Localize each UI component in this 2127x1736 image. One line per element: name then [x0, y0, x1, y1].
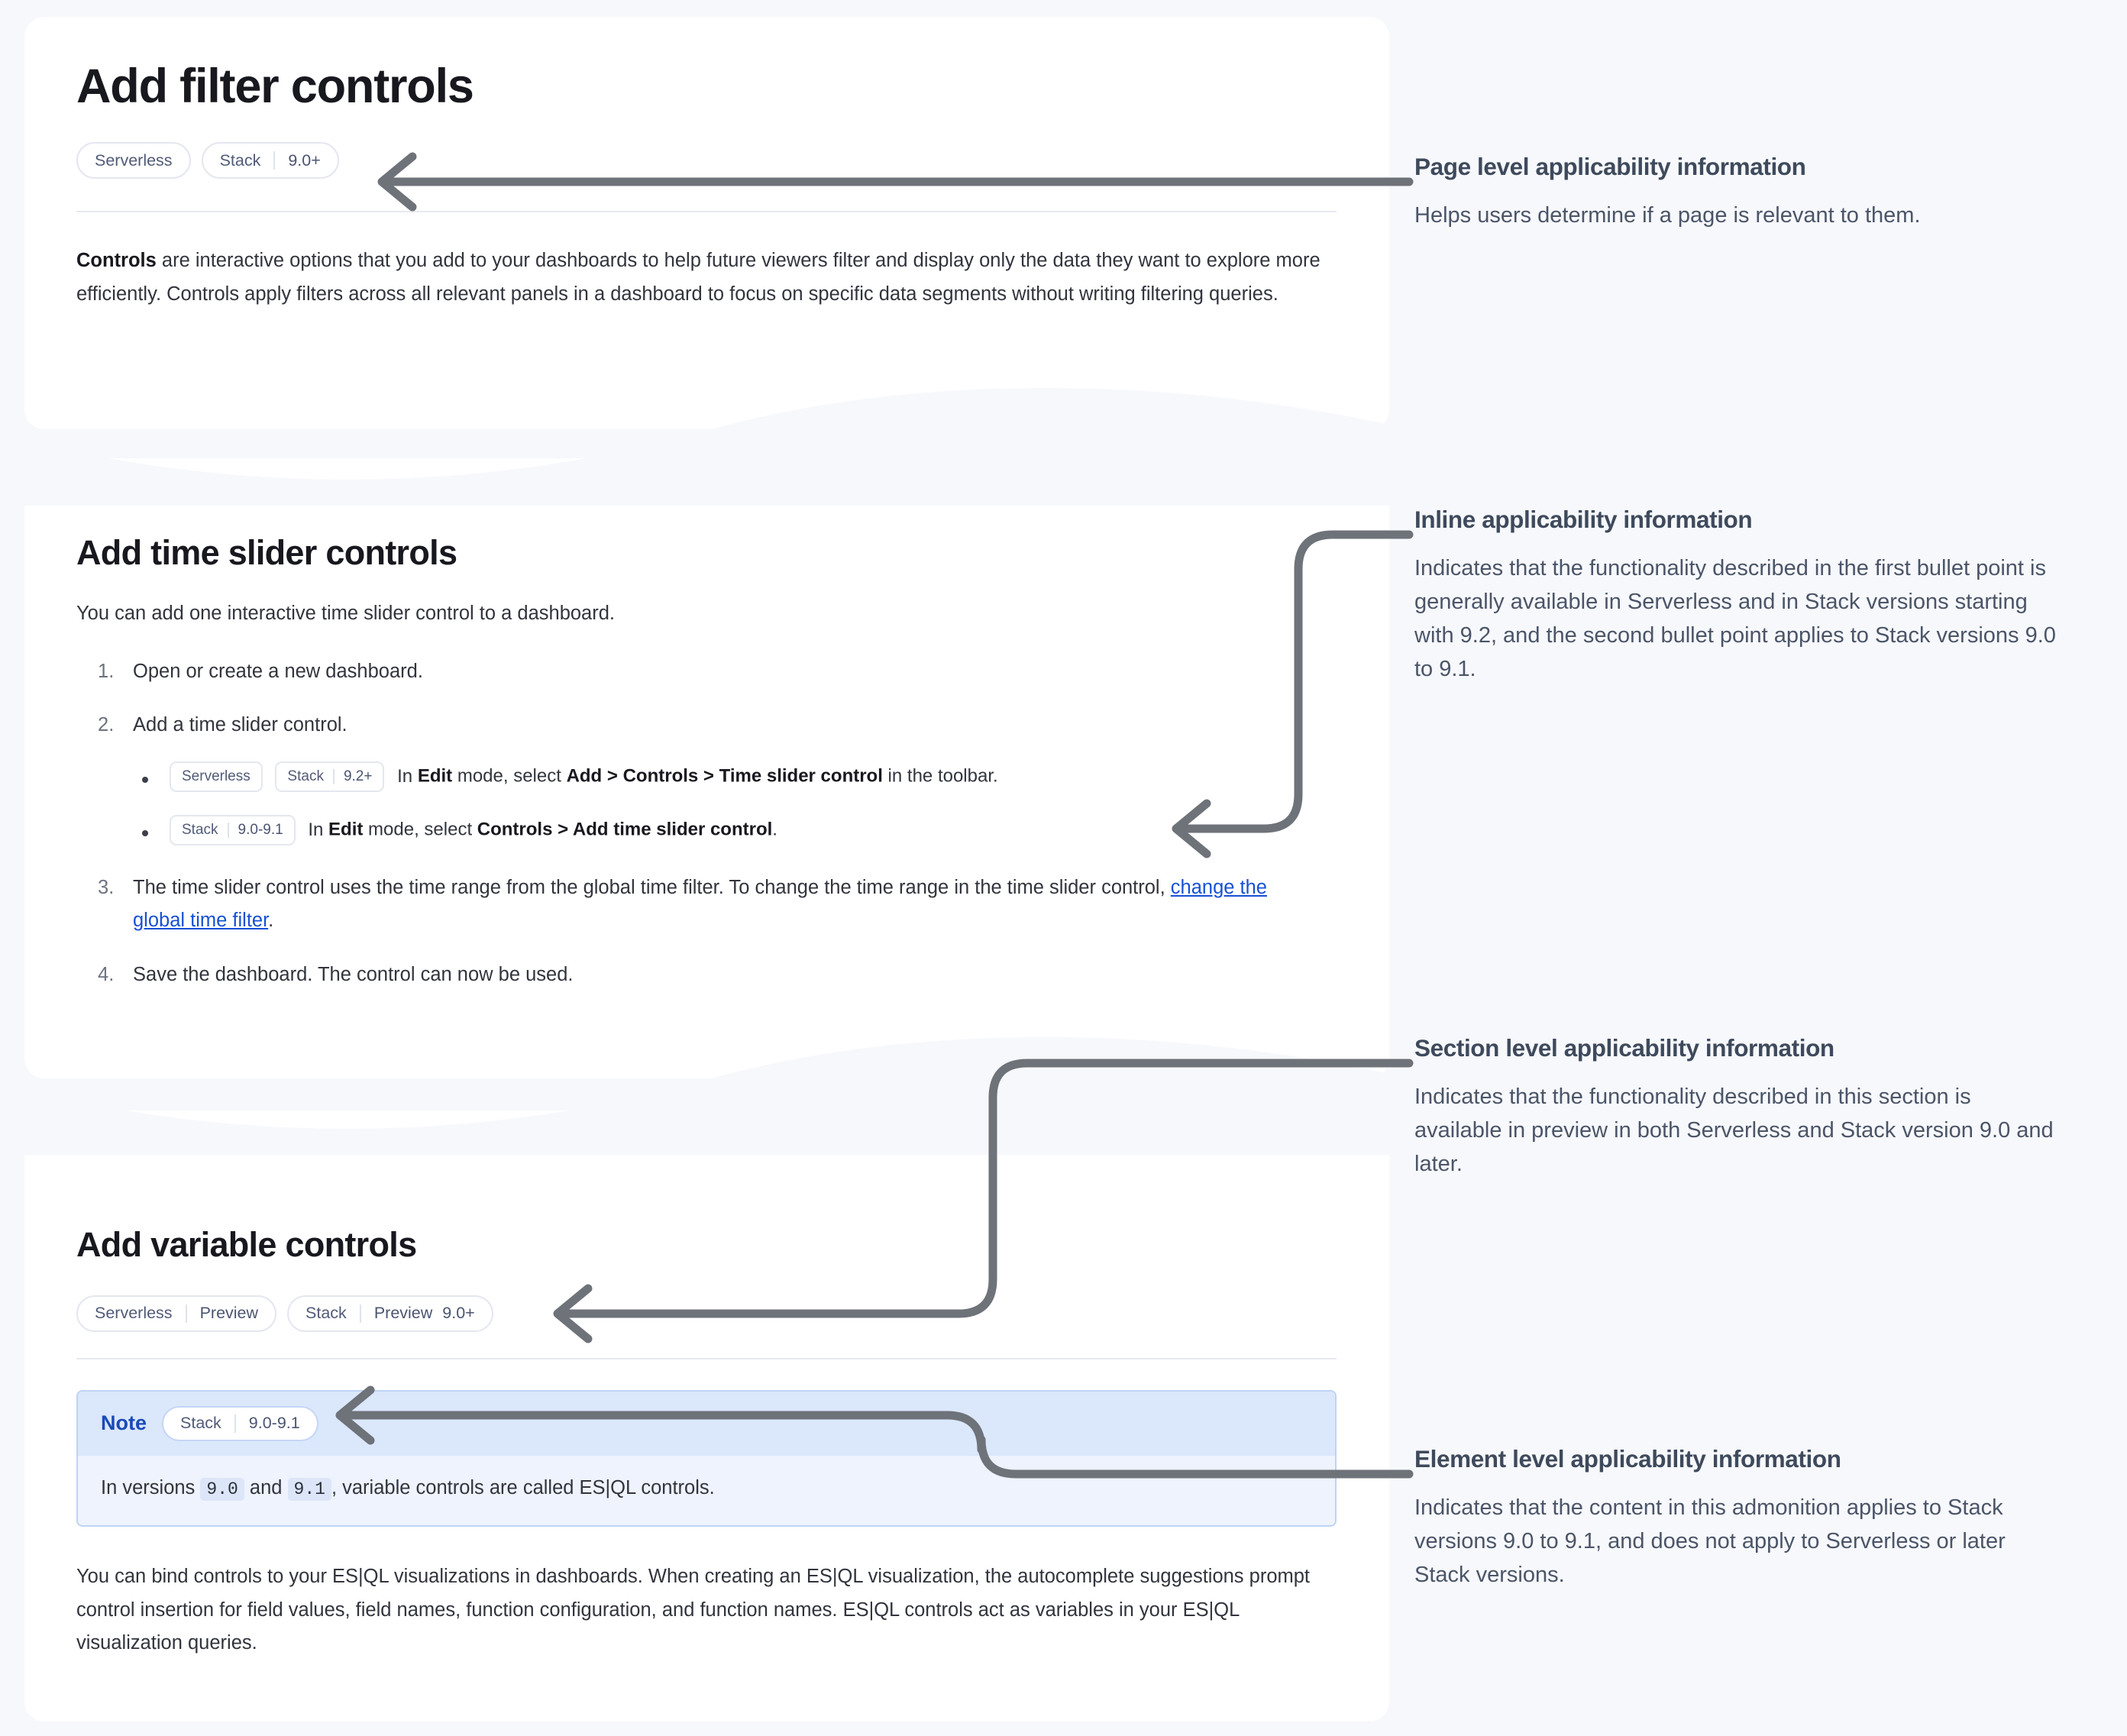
annotation-body: Indicates that the functionality describ… — [1414, 555, 2056, 682]
section-applicability-badges: Serverless Preview Stack Preview 9.0+ — [76, 1295, 1337, 1332]
badge-value: 9.2+ — [343, 768, 373, 785]
page-header-card: Add filter controls Serverless Stack 9.0… — [24, 17, 1389, 429]
note-text-post: , variable controls are called ES|QL con… — [331, 1476, 715, 1498]
applicability-badge-serverless[interactable]: Serverless — [76, 142, 191, 179]
annotation-heading: Inline applicability information — [1414, 506, 1753, 533]
step-item: The time slider control uses the time ra… — [98, 871, 1320, 937]
bullet-bold-1: Edit — [328, 819, 364, 840]
badge-separator — [227, 823, 229, 839]
code-span-9-0: 9.0 — [200, 1477, 244, 1501]
badge-value: 9.0-9.1 — [238, 822, 283, 839]
sub-bullet-item: Stack 9.0-9.1 In Edit mode, select Contr… — [133, 815, 1337, 846]
badge-name: Serverless — [95, 1304, 173, 1323]
intro-lead-term: Controls — [76, 250, 157, 272]
annotation-section-level: Section level applicability information … — [1414, 1034, 2064, 1181]
step-text: Open or create a new dashboard. — [133, 660, 423, 682]
annotation-heading: Element level applicability information — [1414, 1445, 1841, 1473]
annotation-heading: Section level applicability information — [1414, 1034, 1834, 1062]
code-span-9-1: 9.1 — [287, 1477, 331, 1501]
badge-separator — [359, 1304, 361, 1323]
page-applicability-badges: Serverless Stack 9.0+ — [76, 142, 1337, 179]
step-text: Save the dashboard. The control can now … — [133, 963, 574, 985]
inline-badge-stack[interactable]: Stack 9.2+ — [275, 761, 385, 793]
bullet-sep-2: > — [698, 765, 719, 787]
bullet-mid-1: mode, select — [452, 765, 567, 787]
badge-value-2: 9.0+ — [442, 1304, 475, 1323]
badge-separator — [185, 1304, 187, 1323]
badge-name: Stack — [305, 1304, 347, 1323]
sub-bullet-item: Serverless Stack 9.2+ In Edit mode, sele… — [133, 761, 1337, 793]
header-divider — [76, 211, 1337, 213]
bullet-prefix: In — [308, 819, 329, 840]
badge-value: 9.0-9.1 — [248, 1414, 300, 1433]
badge-name: Stack — [287, 768, 324, 785]
step-tail: . — [268, 910, 274, 932]
applicability-badge-stack[interactable]: Stack 9.0+ — [201, 142, 339, 179]
bullet-sep-1: > — [602, 765, 623, 787]
annotation-inline: Inline applicability information Indicat… — [1414, 506, 2064, 686]
bullet-bold-3: Controls — [622, 765, 699, 787]
inline-badge-stack[interactable]: Stack 9.0-9.1 — [170, 815, 296, 846]
time-slider-section-card: Add time slider controls You can add one… — [24, 458, 1389, 1078]
bullet-bold-2: Controls — [477, 819, 553, 840]
section-divider — [76, 1357, 1337, 1359]
note-admonition: Note Stack 9.0-9.1 In versions 9.0 and 9… — [76, 1389, 1337, 1527]
intro-paragraph: Controls are interactive options that yo… — [76, 244, 1329, 312]
page-title: Add filter controls — [76, 60, 474, 113]
badge-value: 9.0+ — [288, 150, 321, 170]
note-applicability-badge[interactable]: Stack 9.0-9.1 — [162, 1405, 318, 1441]
badge-value: Preview — [373, 1304, 433, 1323]
badge-name: Serverless — [182, 768, 251, 785]
bullet-tail: in the toolbar. — [882, 765, 998, 787]
bullet-bold-2: Add — [566, 765, 603, 787]
annotation-element-level: Element level applicability information … — [1414, 1445, 2064, 1592]
time-slider-lead: You can add one interactive time slider … — [76, 602, 615, 624]
time-slider-steps: Open or create a new dashboard. Add a ti… — [98, 655, 1337, 991]
time-slider-sub-bullets: Serverless Stack 9.2+ In Edit mode, sele… — [133, 761, 1337, 846]
documentation-page: Add filter controls Serverless Stack 9.0… — [24, 17, 1389, 1721]
badge-name: Stack — [219, 150, 261, 170]
annotation-body: Indicates that the content in this admon… — [1414, 1495, 2006, 1587]
applicability-badge-stack-preview[interactable]: Stack Preview 9.0+ — [287, 1295, 493, 1332]
variable-controls-paragraph: You can bind controls to your ES|QL visu… — [76, 1565, 1311, 1654]
note-body: In versions 9.0 and 9.1, variable contro… — [78, 1456, 1335, 1525]
annotation-heading: Page level applicability information — [1414, 153, 1806, 180]
badge-name: Stack — [180, 1414, 221, 1433]
badge-name: Stack — [182, 822, 218, 839]
bullet-tail: . — [772, 819, 777, 840]
bullet-bold-4: Time slider control — [719, 765, 883, 787]
annotation-body: Helps users determine if a page is relev… — [1414, 202, 1921, 228]
applicability-badge-serverless-preview[interactable]: Serverless Preview — [76, 1295, 277, 1332]
inline-badge-serverless[interactable]: Serverless — [170, 761, 263, 793]
bullet-mid-1: mode, select — [363, 819, 477, 840]
badge-value: Preview — [199, 1304, 259, 1323]
note-text-mid: and — [244, 1476, 288, 1498]
bullet-bold-1: Edit — [417, 765, 453, 787]
badge-separator — [234, 1414, 236, 1433]
step-text: The time slider control uses the time ra… — [133, 877, 1171, 899]
annotation-body: Indicates that the functionality describ… — [1414, 1084, 2054, 1176]
badge-separator — [332, 769, 335, 785]
note-text-pre: In versions — [101, 1476, 201, 1498]
step-item: Open or create a new dashboard. — [98, 655, 1337, 688]
variable-controls-section-card: Add variable controls Serverless Preview… — [24, 1110, 1389, 1721]
badge-name: Serverless — [95, 150, 173, 170]
step-item: Add a time slider control. Serverless St… — [98, 709, 1337, 846]
bullet-bold-3: Add time slider control — [572, 819, 773, 840]
note-label: Note — [101, 1411, 147, 1435]
bullet-prefix: In — [397, 765, 418, 787]
badge-separator — [273, 151, 276, 170]
annotation-page-level: Page level applicability information Hel… — [1414, 153, 2064, 232]
section-title-time-slider: Add time slider controls — [76, 533, 457, 572]
bullet-sep-1: > — [552, 819, 573, 840]
section-title-variable-controls: Add variable controls — [76, 1225, 417, 1264]
step-item: Save the dashboard. The control can now … — [98, 959, 1337, 991]
intro-rest: are interactive options that you add to … — [76, 250, 1320, 305]
global-time-filter-link[interactable]: change the global time filter — [133, 877, 1267, 932]
note-header: Note Stack 9.0-9.1 — [78, 1391, 1335, 1456]
step-text: Add a time slider control. — [133, 714, 347, 736]
